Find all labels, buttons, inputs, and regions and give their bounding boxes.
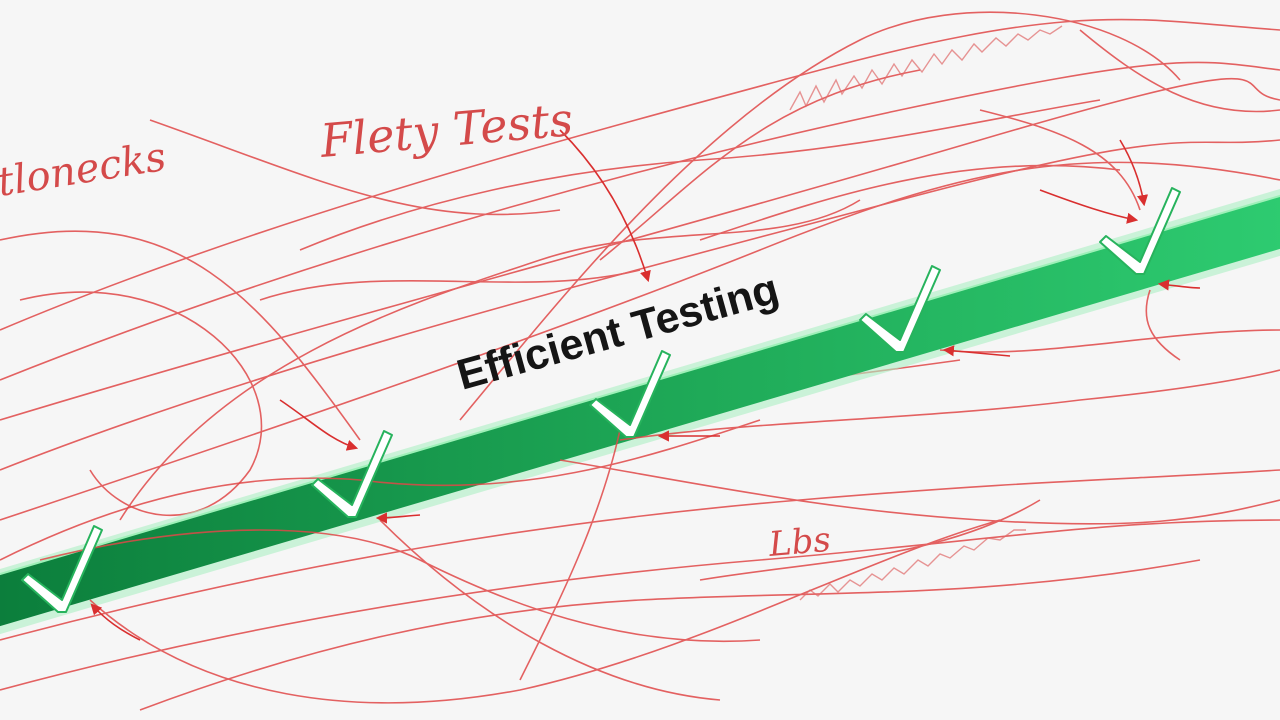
arrow-icon: [1119, 139, 1149, 207]
arrow-icon: [942, 345, 1011, 357]
checkmarks: [21, 187, 1181, 613]
check-icon: [21, 525, 103, 613]
check-icon: [859, 265, 941, 353]
arrow-icon: [279, 399, 359, 451]
check-icon: [589, 350, 671, 438]
arrow-icon: [1039, 189, 1139, 224]
scrawl-marks: [789, 25, 1063, 601]
arrow-icon: [375, 512, 421, 524]
check-icon: [1099, 187, 1181, 275]
scrawl-bottom: Lbs: [766, 520, 832, 565]
arrow-icon: [559, 129, 651, 283]
arrows: [90, 129, 1201, 641]
check-icon: [311, 430, 393, 518]
arrow-icon: [90, 603, 141, 641]
tangled-lines-front: [0, 289, 1280, 711]
tangled-lines-back: [0, 11, 1280, 601]
arrow-icon: [1157, 279, 1201, 291]
